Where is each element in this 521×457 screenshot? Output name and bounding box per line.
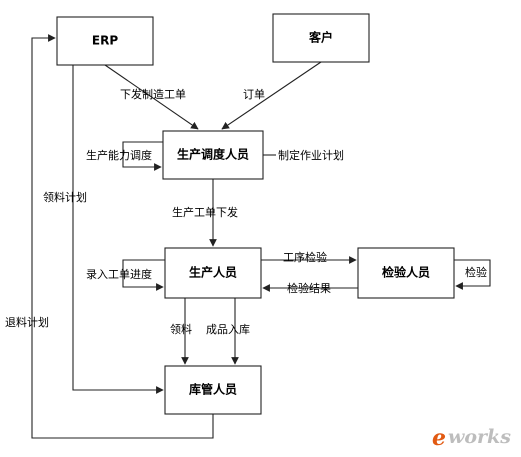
inspect-loop bbox=[454, 259, 491, 290]
order-label: 订单 bbox=[243, 88, 265, 101]
return-plan-label: 退料计划 bbox=[5, 315, 49, 329]
erp-box bbox=[56, 16, 154, 66]
erp-label: ERP bbox=[92, 34, 118, 48]
progress-loop bbox=[122, 259, 165, 291]
erp-to-warehouse-arrow bbox=[72, 65, 164, 394]
erp-to-dispatcher-arrow bbox=[104, 64, 199, 130]
inspection-result-label: 检验结果 bbox=[287, 281, 331, 295]
make-plan-label: 制定作业计划 bbox=[278, 148, 344, 162]
issue-order-label: 下发制造工单 bbox=[120, 87, 186, 101]
finished-storage-label: 成品入库 bbox=[206, 323, 250, 336]
process-inspection-label: 工序检验 bbox=[283, 250, 327, 264]
watermark-e: e bbox=[432, 425, 446, 451]
warehouse-to-erp-arrow bbox=[31, 34, 214, 439]
customer-label: 客户 bbox=[308, 30, 333, 45]
record-progress-label: 录入工单进度 bbox=[86, 267, 152, 281]
warehouse-box bbox=[164, 365, 262, 415]
inspection-box bbox=[357, 247, 455, 299]
customer-to-dispatcher-arrow bbox=[221, 61, 322, 130]
capacity-loop bbox=[122, 141, 163, 171]
pick-material-label: 领料 bbox=[170, 322, 192, 336]
production-box bbox=[164, 247, 262, 299]
warehouse-label: 库管人员 bbox=[189, 382, 237, 397]
work-order-issue-label: 生产工单下发 bbox=[172, 205, 238, 219]
production-label: 生产人员 bbox=[189, 265, 237, 280]
dispatcher-label: 生产调度人员 bbox=[177, 147, 249, 162]
eworks-watermark-logo: e works bbox=[432, 425, 511, 451]
inspection-label: 检验人员 bbox=[382, 265, 430, 280]
capacity-scheduling-label: 生产能力调度 bbox=[86, 148, 152, 162]
inspect-label: 检验 bbox=[465, 265, 487, 279]
material-plan-label: 领料计划 bbox=[43, 190, 87, 204]
customer-box bbox=[272, 13, 370, 63]
dispatcher-box bbox=[162, 130, 264, 180]
watermark-works: works bbox=[448, 426, 511, 448]
